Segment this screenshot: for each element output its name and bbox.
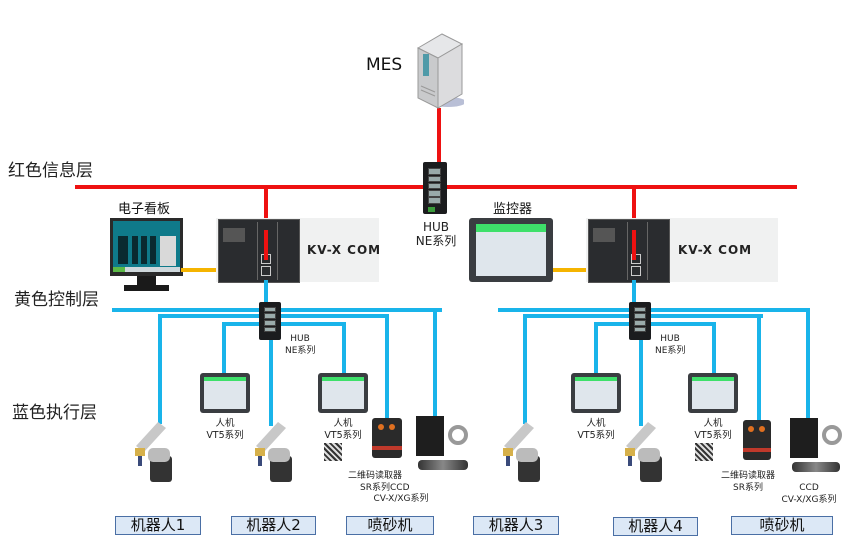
station-robot-2: 机器人2: [231, 516, 316, 535]
left-ccd-controller-icon: [416, 416, 444, 456]
left-plc-icon: [218, 219, 300, 283]
right-ccd-ring-light-icon: [822, 425, 842, 445]
left-reader-label: 二维码读取器 SR系列: [340, 470, 410, 494]
top-network-switch-icon: [423, 162, 447, 214]
right-hmi2-label: 人机 VT5系列: [688, 418, 738, 442]
right-hmi1-drop: [594, 322, 598, 374]
left-hmi2-name: 人机: [333, 418, 353, 429]
left-qr-code-icon: [324, 443, 342, 461]
right-qr-code-icon: [695, 443, 713, 461]
left-hub-series: NE系列: [285, 346, 316, 356]
info-layer-label: 红色信息层: [8, 161, 93, 181]
left-network-switch-icon: [259, 302, 281, 340]
left-plc-label: KV-X COM: [307, 243, 382, 257]
left-plc-info-port: [264, 230, 268, 260]
right-hub-name: HUB: [660, 334, 680, 344]
top-hub-label: HUB NE系列: [413, 220, 459, 248]
left-barcode-reader-icon: [372, 418, 402, 458]
right-robot3-icon: [500, 418, 545, 483]
right-barcode-reader-icon: [743, 420, 771, 460]
left-hmi1-series: VT5系列: [206, 430, 244, 441]
left-control-link: [181, 268, 243, 272]
left-robot1-drop: [158, 314, 162, 424]
right-ccd-series: CV-X/XG系列: [781, 495, 837, 505]
display-board-label: 电子看板: [118, 202, 171, 217]
left-hmi2-drop: [342, 322, 346, 374]
monitor-screen-icon: [469, 218, 553, 282]
left-plc-exec-link: [264, 280, 268, 304]
right-exec-bus-3: [594, 322, 716, 326]
station-robot-3: 机器人3: [473, 516, 559, 535]
right-ccd-controller-icon: [790, 418, 818, 458]
right-hmi2-icon: [688, 373, 738, 413]
right-reader-series: SR系列: [733, 483, 763, 493]
right-hub-label: HUB NE系列: [655, 333, 685, 357]
monitor-label: 监控器: [493, 202, 533, 217]
right-hmi2-series: VT5系列: [694, 430, 732, 441]
right-hmi2-drop: [712, 322, 716, 374]
right-hmi1-series: VT5系列: [577, 430, 615, 441]
left-robot2-icon: [252, 418, 297, 483]
top-hub-name: HUB: [422, 220, 450, 234]
left-reader-series: SR系列: [360, 483, 390, 493]
right-plc-exec-link: [632, 280, 636, 304]
station-robot-4: 机器人4: [613, 517, 698, 536]
left-reader-name: 二维码读取器: [347, 471, 402, 481]
left-robot1-icon: [132, 418, 177, 483]
server-icon: [416, 30, 466, 110]
left-ccd-ring-light-icon: [448, 425, 468, 445]
right-plc-label: KV-X COM: [678, 243, 753, 257]
mes-uplink-line: [437, 108, 441, 168]
right-robot4-drop: [639, 338, 643, 426]
right-reader-drop: [757, 314, 761, 420]
right-reader-name: 二维码读取器: [720, 471, 775, 481]
display-board-monitor-icon: [110, 218, 183, 298]
left-ccd-name: CCD: [390, 483, 410, 493]
left-hmi2-series: VT5系列: [324, 430, 362, 441]
top-hub-series: NE系列: [415, 234, 457, 248]
station-sandblaster-left: 喷砂机: [346, 516, 434, 535]
left-exec-bus-3: [222, 322, 346, 326]
left-ccd-drop: [433, 308, 437, 420]
left-hmi2-icon: [318, 373, 368, 413]
left-hmi1-name: 人机: [215, 418, 235, 429]
right-robot3-drop: [523, 314, 527, 424]
left-hub-label: HUB NE系列: [285, 333, 315, 357]
left-hub-name: HUB: [290, 334, 310, 344]
right-ccd-label: CCD CV-X/XG系列: [778, 482, 840, 506]
right-hub-series: NE系列: [655, 346, 686, 356]
station-sandblaster-right: 喷砂机: [731, 516, 833, 535]
mes-label: MES: [366, 55, 403, 75]
station-robot-1: 机器人1: [115, 516, 201, 535]
right-plc-icon: [588, 219, 670, 283]
right-hmi1-name: 人机: [586, 418, 606, 429]
right-hmi1-label: 人机 VT5系列: [571, 418, 621, 442]
left-hmi1-drop: [222, 322, 226, 374]
right-robot4-icon: [622, 418, 667, 483]
right-ccd-camera-icon: [792, 462, 840, 472]
right-reader-label: 二维码读取器 SR系列: [713, 470, 783, 494]
right-ccd-drop: [806, 308, 810, 420]
left-hmi2-label: 人机 VT5系列: [318, 418, 368, 442]
right-hmi2-name: 人机: [703, 418, 723, 429]
right-exec-bus-1: [498, 308, 810, 312]
left-hmi1-label: 人机 VT5系列: [200, 418, 250, 442]
left-hmi1-icon: [200, 373, 250, 413]
right-plc-info-port: [632, 230, 636, 260]
left-robot2-drop: [269, 338, 273, 426]
control-layer-label: 黄色控制层: [14, 290, 99, 310]
right-ccd-name: CCD: [799, 483, 819, 493]
right-network-switch-icon: [629, 302, 651, 340]
left-ccd-camera-icon: [418, 460, 468, 470]
left-ccd-series: CV-X/XG系列: [373, 494, 429, 504]
left-reader-drop: [385, 314, 389, 420]
right-hmi1-icon: [571, 373, 621, 413]
right-control-link: [553, 268, 611, 272]
execution-layer-label: 蓝色执行层: [12, 403, 97, 423]
